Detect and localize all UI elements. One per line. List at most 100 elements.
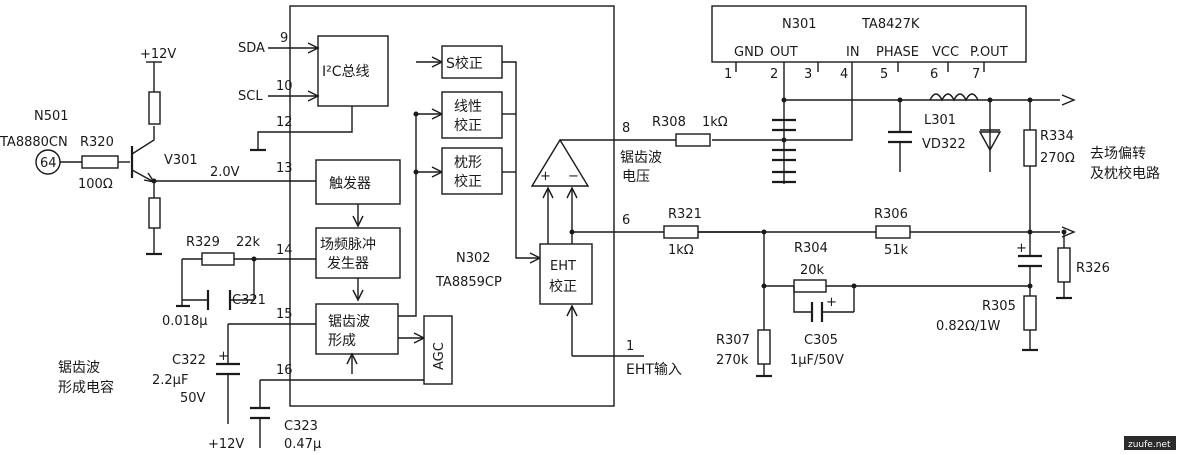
sawtooth-label-2: 形成 — [328, 333, 356, 349]
n301-ic-body — [711, 5, 1027, 63]
r308-ref: R308 — [652, 115, 686, 130]
n302-part: TA8859CP — [435, 275, 502, 290]
r305-value: 0.82Ω/1W — [936, 319, 1001, 334]
n501-pin-number: 64 — [40, 156, 57, 171]
linearity-label-2: 校正 — [454, 117, 482, 134]
c305-value: 1μF/50V — [790, 353, 844, 368]
n301-decoupling-capacitor — [772, 118, 796, 184]
r307-ref: R307 — [716, 333, 750, 348]
c321-ref: C321 — [232, 293, 266, 308]
to-yoke-note-1: 去场偏转 — [1090, 146, 1146, 162]
linearity-correction-block — [441, 91, 503, 139]
plus12v-top-label: +12V — [140, 47, 176, 62]
n301-pin-2: 2 — [770, 67, 778, 82]
r329-resistor — [201, 252, 235, 266]
s-correction-block — [441, 45, 503, 79]
c322-plus: + — [218, 349, 229, 364]
r305-ref: R305 — [982, 299, 1016, 314]
pin-8-label: 8 — [622, 121, 630, 136]
output-coupling-capacitor — [1018, 254, 1042, 268]
n301-pin-name-in: IN — [846, 45, 860, 60]
plus12v-bottom-label: +12V — [208, 437, 244, 452]
r329-ref: R329 — [186, 235, 220, 250]
n301-pin-6: 6 — [930, 67, 938, 82]
l301-inductor — [929, 93, 979, 102]
eht-input-label: EHT输入 — [626, 362, 682, 378]
r334-ref: R334 — [1040, 129, 1074, 144]
n501-ref: N501 — [34, 109, 69, 124]
n301-pin-1: 1 — [724, 67, 732, 82]
output-amplifier-triangle — [530, 138, 590, 187]
n301-pin-name-pout: P.OUT — [970, 45, 1008, 60]
agc-block — [423, 315, 453, 385]
pin-6-label: 6 — [622, 213, 630, 228]
c305-capacitor — [810, 302, 824, 322]
r326-ref: R326 — [1076, 261, 1110, 276]
v301-ref: V301 — [164, 153, 198, 168]
r304-value: 20k — [800, 263, 825, 278]
vd322-diode — [978, 129, 1002, 152]
pulse-generator-block — [315, 227, 401, 279]
s-correction-label: S校正 — [446, 55, 483, 72]
c322-value-2: 50V — [180, 391, 206, 406]
pin-16-label: 16 — [276, 363, 293, 378]
n301-pin-4: 4 — [840, 67, 848, 82]
c321-capacitor — [206, 290, 232, 310]
r321-ref: R321 — [668, 207, 702, 222]
amp-plus: + — [540, 169, 551, 184]
r320-resistor — [81, 155, 119, 169]
eht-label-2: 校正 — [549, 278, 577, 295]
coupling-plus: + — [1016, 241, 1027, 256]
r304-resistor — [793, 279, 827, 293]
r304-ref: R304 — [794, 241, 828, 256]
c305-ref: C305 — [804, 333, 838, 348]
n301-pin-name-vcc: VCC — [932, 45, 959, 60]
to-yoke-note-2: 及枕校电路 — [1090, 165, 1160, 182]
c321-value: 0.018μ — [162, 314, 208, 329]
r329-value: 22k — [236, 235, 261, 250]
pincushion-correction-block — [441, 147, 503, 195]
r321-value: 1kΩ — [668, 243, 694, 258]
c323-ref: C323 — [284, 419, 318, 434]
sawtooth-cap-note-1: 锯齿波 — [58, 360, 100, 376]
pulse-gen-label-2: 发生器 — [327, 256, 369, 272]
c322-ref: C322 — [172, 353, 206, 368]
vd322-ref: VD322 — [922, 137, 966, 152]
agc-label: AGC — [432, 342, 447, 370]
c323-capacitor — [250, 406, 270, 420]
eht-label-1: EHT — [550, 259, 576, 274]
n301-ref: N301 — [782, 17, 817, 32]
r334-resistor — [1023, 129, 1037, 167]
amp-minus: − — [568, 169, 579, 184]
pincushion-label-2: 校正 — [454, 173, 482, 190]
c323-value: 0.47μ — [284, 437, 321, 452]
r306-resistor — [875, 225, 911, 239]
i2c-bus-label: I²C总线 — [322, 64, 370, 80]
sawtooth-cap-note-2: 形成电容 — [58, 379, 114, 396]
watermark-text: zuufe.net — [1128, 440, 1171, 450]
r306-ref: R306 — [874, 207, 908, 222]
trigger-label: 触发器 — [329, 176, 371, 192]
n302-ref: N302 — [456, 251, 491, 266]
n301-pin-name-phase: PHASE — [876, 45, 919, 60]
pin-12-label: 12 — [276, 115, 293, 130]
watermark-bg — [1124, 436, 1176, 450]
pulse-gen-label-1: 场频脉冲 — [320, 237, 376, 253]
voltage-2v-label: 2.0V — [210, 165, 240, 180]
pin-9-label: 9 — [280, 31, 288, 46]
r320-ref: R320 — [80, 135, 114, 150]
n301-pin-name-out: OUT — [770, 45, 798, 60]
sawtooth-voltage-label-2: 电压 — [622, 169, 650, 185]
n501-part: TA8880CN — [0, 135, 68, 150]
r305-resistor — [1023, 295, 1037, 331]
sawtooth-forming-block — [315, 303, 399, 355]
pin-1-label: 1 — [626, 339, 634, 354]
sawtooth-label-1: 锯齿波 — [328, 314, 370, 330]
r306-value: 51k — [884, 243, 909, 258]
n301-pin-7: 7 — [972, 67, 980, 82]
i2c-bus-block — [317, 35, 389, 107]
r326-resistor — [1057, 247, 1071, 283]
pin-14-label: 14 — [276, 243, 293, 258]
n301-pin-5: 5 — [880, 67, 888, 82]
